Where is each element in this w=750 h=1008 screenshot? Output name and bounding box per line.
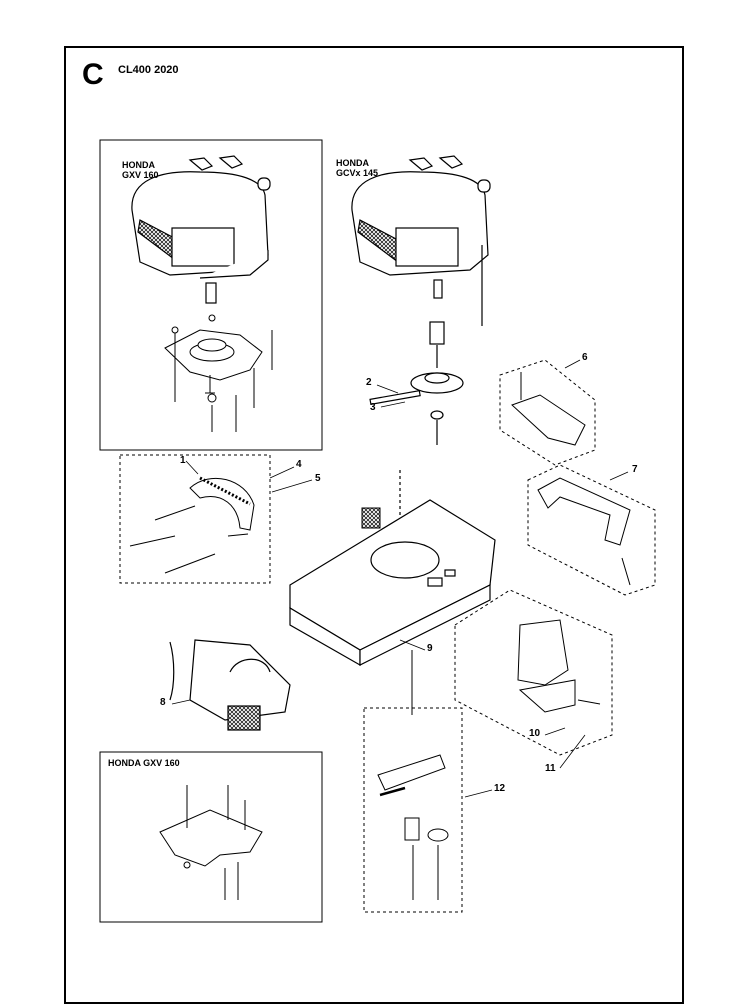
discharge-guard — [169, 639, 291, 731]
plate-group-10-11 — [454, 589, 613, 756]
gxv160-brake-assembly — [164, 314, 273, 432]
callout-11: 11 — [545, 763, 556, 774]
callout-9: 9 — [427, 643, 433, 654]
gcvx145-model-label: GCVx 145 — [336, 168, 379, 178]
callout-6: 6 — [582, 352, 588, 363]
section-letter: C — [82, 58, 104, 91]
model-title: CL400 2020 — [118, 64, 179, 76]
blade-guard-group — [119, 454, 381, 584]
gxv160-plate-box — [99, 751, 323, 923]
gxv160-model-label: GXV 160 — [122, 170, 159, 180]
gxv160-bottom-label: HONDA GXV 160 — [108, 758, 180, 768]
spindle-group-12 — [363, 650, 463, 913]
callout-8: 8 — [160, 697, 166, 708]
callout-7: 7 — [632, 464, 638, 475]
bracket-6-group — [499, 359, 596, 466]
callout-3: 3 — [370, 402, 376, 413]
leader-lines — [171, 359, 629, 798]
engine-gxv160 — [131, 155, 271, 304]
callout-4: 4 — [296, 459, 302, 470]
callout-12: 12 — [494, 783, 506, 794]
engine-gxv160-box — [99, 139, 323, 451]
bracket-7-group — [527, 464, 656, 596]
callout-10: 10 — [529, 728, 541, 739]
diagram-frame — [64, 46, 684, 1004]
gxv160-make-label: HONDA — [122, 160, 155, 170]
callout-2: 2 — [366, 377, 372, 388]
callout-1: 1 — [180, 455, 186, 466]
main-deck — [289, 470, 496, 667]
engine-gcvx145 — [351, 155, 491, 445]
callout-5: 5 — [315, 473, 321, 484]
gcvx145-make-label: HONDA — [336, 158, 369, 168]
